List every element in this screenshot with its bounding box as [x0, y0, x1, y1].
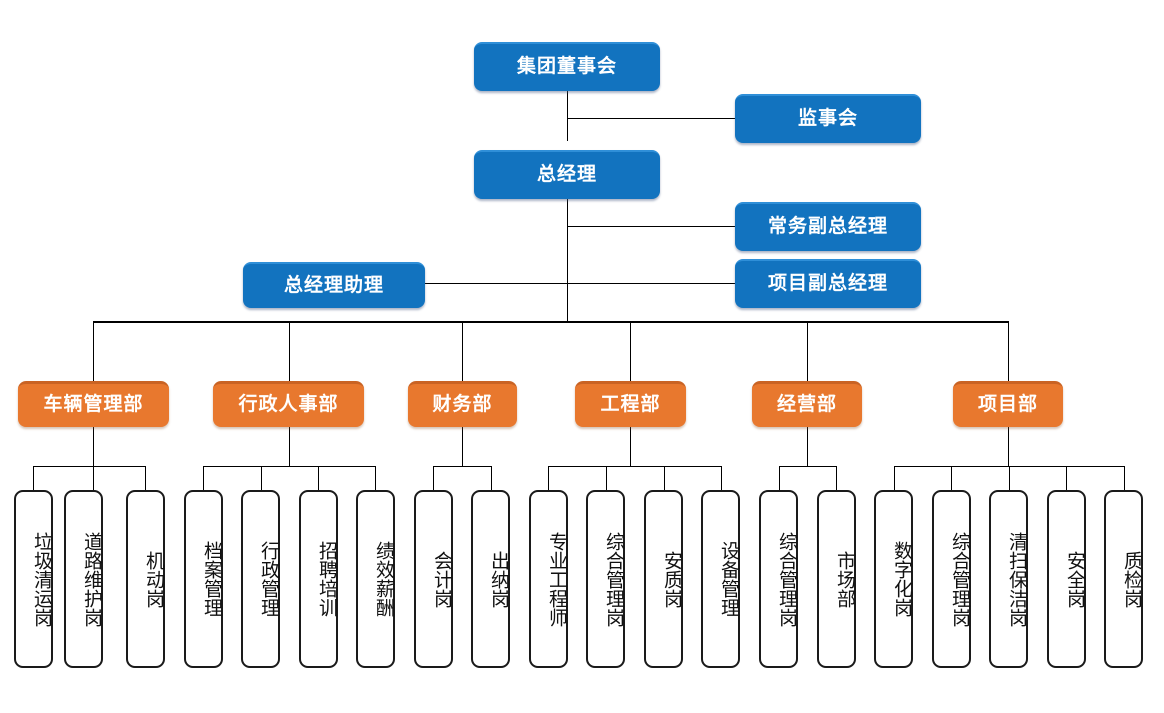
- connector-dept1-leaf-2: [93, 466, 94, 490]
- node-position-accounting[interactable]: 会计岗: [414, 490, 453, 668]
- node-position-recruitment-training[interactable]: 招聘培训: [299, 490, 338, 668]
- node-position-marketing[interactable]: 市场部: [817, 490, 856, 668]
- node-project-vice-general-manager[interactable]: 项目副总经理: [735, 259, 921, 308]
- connector-dept2-leaf-3: [318, 466, 319, 490]
- connector-assistant-to-spine: [424, 283, 568, 284]
- node-position-comprehensive-management-eng[interactable]: 综合管理岗: [586, 490, 625, 668]
- connector-dept6-leaf-5: [1124, 466, 1125, 490]
- connector-dept1-leaf-1: [33, 466, 34, 490]
- connector-dept2-drop: [289, 427, 290, 466]
- connector-dept5-bus: [779, 466, 837, 467]
- node-position-safety-quality[interactable]: 安质岗: [644, 490, 683, 668]
- connector-dept1-bus: [33, 466, 146, 467]
- connector-dept4-leaf-2: [606, 466, 607, 490]
- connector-dept5-leaf-2: [836, 466, 837, 490]
- node-general-manager[interactable]: 总经理: [474, 150, 660, 199]
- node-position-quality-inspection[interactable]: 质检岗: [1104, 490, 1143, 668]
- node-general-manager-assistant[interactable]: 总经理助理: [243, 262, 425, 308]
- node-position-road-maintenance[interactable]: 道路维护岗: [64, 490, 103, 668]
- connector-dept4-drop: [630, 427, 631, 466]
- node-department-operations[interactable]: 经营部: [752, 381, 862, 427]
- node-department-vehicle-management[interactable]: 车辆管理部: [18, 381, 169, 427]
- node-position-comprehensive-management-proj[interactable]: 综合管理岗: [932, 490, 971, 668]
- connector-bus-to-dept-1: [93, 321, 94, 381]
- connector-dept5-leaf-1: [779, 466, 780, 490]
- connector-dept2-leaf-2: [261, 466, 262, 490]
- connector-dept5-drop: [807, 427, 808, 466]
- connector-dept4-leaf-4: [721, 466, 722, 490]
- connector-board-to-supervisory: [567, 118, 735, 119]
- connector-board-to-gm: [567, 90, 568, 141]
- connector-dept6-leaf-3: [1009, 466, 1010, 490]
- connector-bus-to-dept-2: [289, 321, 290, 381]
- connector-dept6-leaf-2: [951, 466, 952, 490]
- node-position-professional-engineer[interactable]: 专业工程师: [529, 490, 568, 668]
- connector-dept6-leaf-1: [894, 466, 895, 490]
- connector-dept2-leaf-1: [203, 466, 204, 490]
- connector-bus-to-dept-4: [630, 321, 631, 381]
- connector-bus-to-dept-6: [1008, 321, 1009, 381]
- node-board-of-directors[interactable]: 集团董事会: [474, 42, 660, 91]
- node-executive-vice-general-manager[interactable]: 常务副总经理: [735, 202, 921, 251]
- node-department-project[interactable]: 项目部: [953, 381, 1063, 427]
- node-position-cashier[interactable]: 出纳岗: [471, 490, 510, 668]
- node-position-performance-compensation[interactable]: 绩效薪酬: [356, 490, 395, 668]
- connector-dept4-leaf-3: [664, 466, 665, 490]
- node-position-safety[interactable]: 安全岗: [1047, 490, 1086, 668]
- node-supervisory-board[interactable]: 监事会: [735, 94, 921, 143]
- node-position-archive-management[interactable]: 档案管理: [184, 490, 223, 668]
- connector-dept4-leaf-1: [548, 466, 549, 490]
- node-position-garbage-transport[interactable]: 垃圾清运岗: [14, 490, 53, 668]
- connector-dept2-leaf-4: [375, 466, 376, 490]
- connector-dept3-leaf-1: [433, 466, 434, 490]
- connector-dept3-bus: [433, 466, 492, 467]
- node-position-digitalization[interactable]: 数字化岗: [874, 490, 913, 668]
- connector-dept1-drop: [93, 427, 94, 466]
- connector-dept4-bus: [548, 466, 722, 467]
- connector-dept3-drop: [462, 427, 463, 466]
- connector-gm-to-exec-vice: [567, 226, 735, 227]
- connector-bus-to-dept-5: [807, 321, 808, 381]
- connector-bus-to-dept-3: [462, 321, 463, 381]
- node-position-flexible-duty[interactable]: 机动岗: [126, 490, 165, 668]
- connector-gm-to-bus: [567, 198, 568, 322]
- connector-department-bus: [93, 321, 1009, 323]
- node-position-cleaning-sanitation[interactable]: 清扫保洁岗: [989, 490, 1028, 668]
- connector-dept1-leaf-3: [145, 466, 146, 490]
- connector-dept3-leaf-2: [491, 466, 492, 490]
- node-position-comprehensive-management-ops[interactable]: 综合管理岗: [759, 490, 798, 668]
- node-department-finance[interactable]: 财务部: [408, 381, 517, 427]
- connector-dept6-drop: [1008, 427, 1009, 466]
- node-position-administration-management[interactable]: 行政管理: [241, 490, 280, 668]
- node-department-engineering[interactable]: 工程部: [575, 381, 686, 427]
- connector-gm-to-project-vice: [567, 283, 735, 284]
- connector-dept2-bus: [203, 466, 376, 467]
- node-position-equipment-management[interactable]: 设备管理: [701, 490, 740, 668]
- connector-dept6-leaf-4: [1066, 466, 1067, 490]
- node-department-admin-hr[interactable]: 行政人事部: [213, 381, 364, 427]
